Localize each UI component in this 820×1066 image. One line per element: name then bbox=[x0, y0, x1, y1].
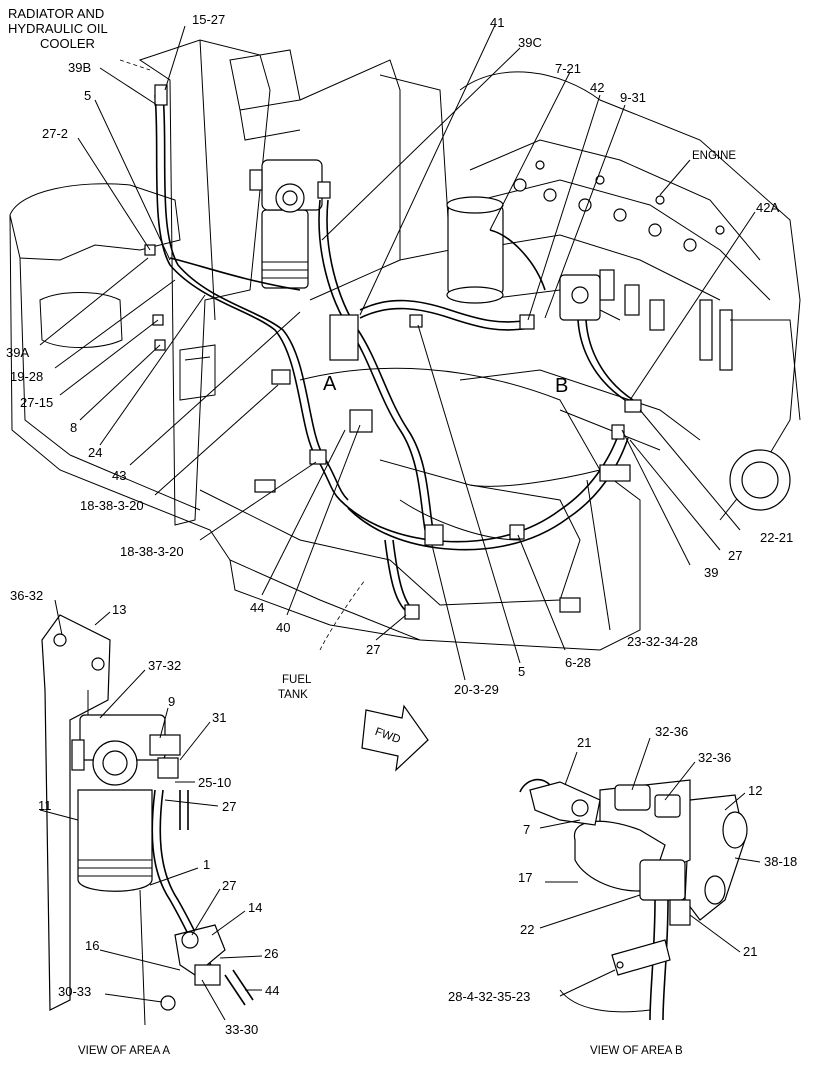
view-area-a bbox=[41, 614, 254, 1026]
view-area-a-title: VIEW OF AREA A bbox=[78, 1045, 170, 1057]
callout-27-tank: 27 bbox=[366, 642, 380, 657]
callout-40: 40 bbox=[276, 620, 290, 635]
callout-42a: 42A bbox=[756, 200, 779, 215]
callout-radiator-line1: RADIATOR AND bbox=[8, 6, 104, 21]
callout-26: 26 bbox=[264, 946, 278, 961]
callout-9-a: 9 bbox=[168, 694, 175, 709]
callout-39a: 39A bbox=[6, 345, 29, 360]
view-area-a-callouts: 36-32 13 37-32 9 31 25-10 27 11 1 27 14 … bbox=[10, 588, 279, 1057]
view-area-b-leaders bbox=[539, 737, 761, 997]
callout-16: 16 bbox=[85, 938, 99, 953]
callout-engine: ENGINE bbox=[692, 150, 736, 162]
callout-33-30: 33-30 bbox=[225, 1022, 258, 1037]
callout-18-38-3-20-b: 18-38-3-20 bbox=[120, 544, 184, 559]
callout-1: 1 bbox=[203, 857, 210, 872]
callout-12: 12 bbox=[748, 783, 762, 798]
callout-36-32: 36-32 bbox=[10, 588, 43, 603]
fuel-filter-main bbox=[249, 159, 331, 289]
callout-32-36-b: 32-36 bbox=[698, 750, 731, 765]
callout-43: 43 bbox=[112, 468, 126, 483]
callout-7: 7 bbox=[523, 822, 530, 837]
callout-30-33: 30-33 bbox=[58, 984, 91, 999]
forward-arrow-icon: FWD bbox=[361, 704, 429, 772]
callout-37-32: 37-32 bbox=[148, 658, 181, 673]
callout-22: 22 bbox=[520, 922, 534, 937]
callout-15-27: 15-27 bbox=[192, 12, 225, 27]
callout-44-a: 44 bbox=[265, 983, 279, 998]
clamps-and-fittings bbox=[144, 84, 642, 620]
callout-5-bottom: 5 bbox=[518, 664, 525, 679]
callout-21-top: 21 bbox=[577, 735, 591, 750]
callout-7-21: 7-21 bbox=[555, 61, 581, 76]
callout-22-21: 22-21 bbox=[760, 530, 793, 545]
callout-radiator-line3: COOLER bbox=[40, 36, 95, 51]
callout-39: 39 bbox=[704, 565, 718, 580]
callout-39b: 39B bbox=[68, 60, 91, 75]
callout-6-28: 6-28 bbox=[565, 655, 591, 670]
callout-18-38-3-20-a: 18-38-3-20 bbox=[80, 498, 144, 513]
view-area-b-title: VIEW OF AREA B bbox=[590, 1045, 683, 1057]
main-callouts: RADIATOR AND HYDRAULIC OIL COOLER 15-27 … bbox=[6, 6, 793, 701]
callout-14: 14 bbox=[248, 900, 262, 915]
main-assembly-illustration bbox=[9, 39, 801, 651]
callout-13: 13 bbox=[112, 602, 126, 617]
callout-25-10: 25-10 bbox=[198, 775, 231, 790]
callout-9-31: 9-31 bbox=[620, 90, 646, 105]
callout-19-28: 19-28 bbox=[10, 369, 43, 384]
callout-41: 41 bbox=[490, 15, 504, 30]
view-area-b bbox=[519, 778, 748, 1021]
callout-32-36-a: 32-36 bbox=[655, 724, 688, 739]
callout-11: 11 bbox=[38, 798, 52, 813]
callout-24: 24 bbox=[88, 445, 102, 460]
callout-27-2: 27-2 bbox=[42, 126, 68, 141]
callout-fuel-tank-line2: TANK bbox=[278, 689, 308, 701]
callout-fuel-tank-line1: FUEL bbox=[282, 674, 312, 686]
callout-27-15: 27-15 bbox=[20, 395, 53, 410]
callout-20-3-29: 20-3-29 bbox=[454, 682, 499, 697]
view-area-b-callouts: 21 32-36 32-36 12 7 38-18 17 22 21 28-4-… bbox=[448, 724, 797, 1057]
view-area-a-leaders bbox=[39, 599, 263, 1021]
callout-8: 8 bbox=[70, 420, 77, 435]
engine-valve-cover-detail bbox=[513, 160, 801, 511]
callout-31: 31 bbox=[212, 710, 226, 725]
callout-39c: 39C bbox=[518, 35, 542, 50]
callout-38-18: 38-18 bbox=[764, 854, 797, 869]
fuel-hoses bbox=[154, 94, 634, 611]
area-b-marker: B bbox=[555, 375, 568, 397]
callout-23-32-34-28: 23-32-34-28 bbox=[627, 634, 698, 649]
callout-27-b: 27 bbox=[222, 878, 236, 893]
fuel-filter-engine bbox=[446, 196, 601, 321]
main-leader-lines bbox=[39, 24, 756, 681]
callout-17: 17 bbox=[518, 870, 532, 885]
callout-42: 42 bbox=[590, 80, 604, 95]
area-a-marker: A bbox=[323, 373, 337, 395]
callout-27-right: 27 bbox=[728, 548, 742, 563]
callout-radiator-line2: HYDRAULIC OIL bbox=[8, 21, 108, 36]
callout-44: 44 bbox=[250, 600, 264, 615]
callout-27-a: 27 bbox=[222, 799, 236, 814]
callout-5-top: 5 bbox=[84, 88, 91, 103]
callout-21-bottom: 21 bbox=[743, 944, 757, 959]
callout-28-4-32-35-23: 28-4-32-35-23 bbox=[448, 989, 530, 1004]
